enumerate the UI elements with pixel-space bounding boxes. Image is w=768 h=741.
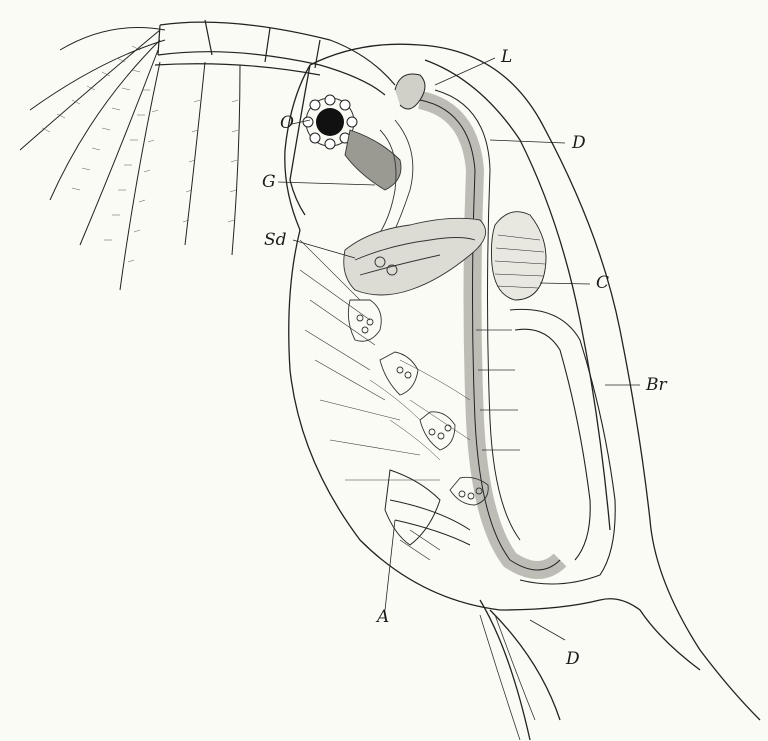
label-Br: Br <box>646 377 667 394</box>
label-G: G <box>262 174 276 191</box>
label-L: L <box>501 49 512 66</box>
label-D-bottom: D <box>566 651 580 668</box>
label-O: O <box>280 115 294 132</box>
label-C: C <box>596 275 609 292</box>
label-Sd: Sd <box>264 232 287 249</box>
label-A: A <box>377 609 389 626</box>
label-D-top: D <box>572 135 586 152</box>
